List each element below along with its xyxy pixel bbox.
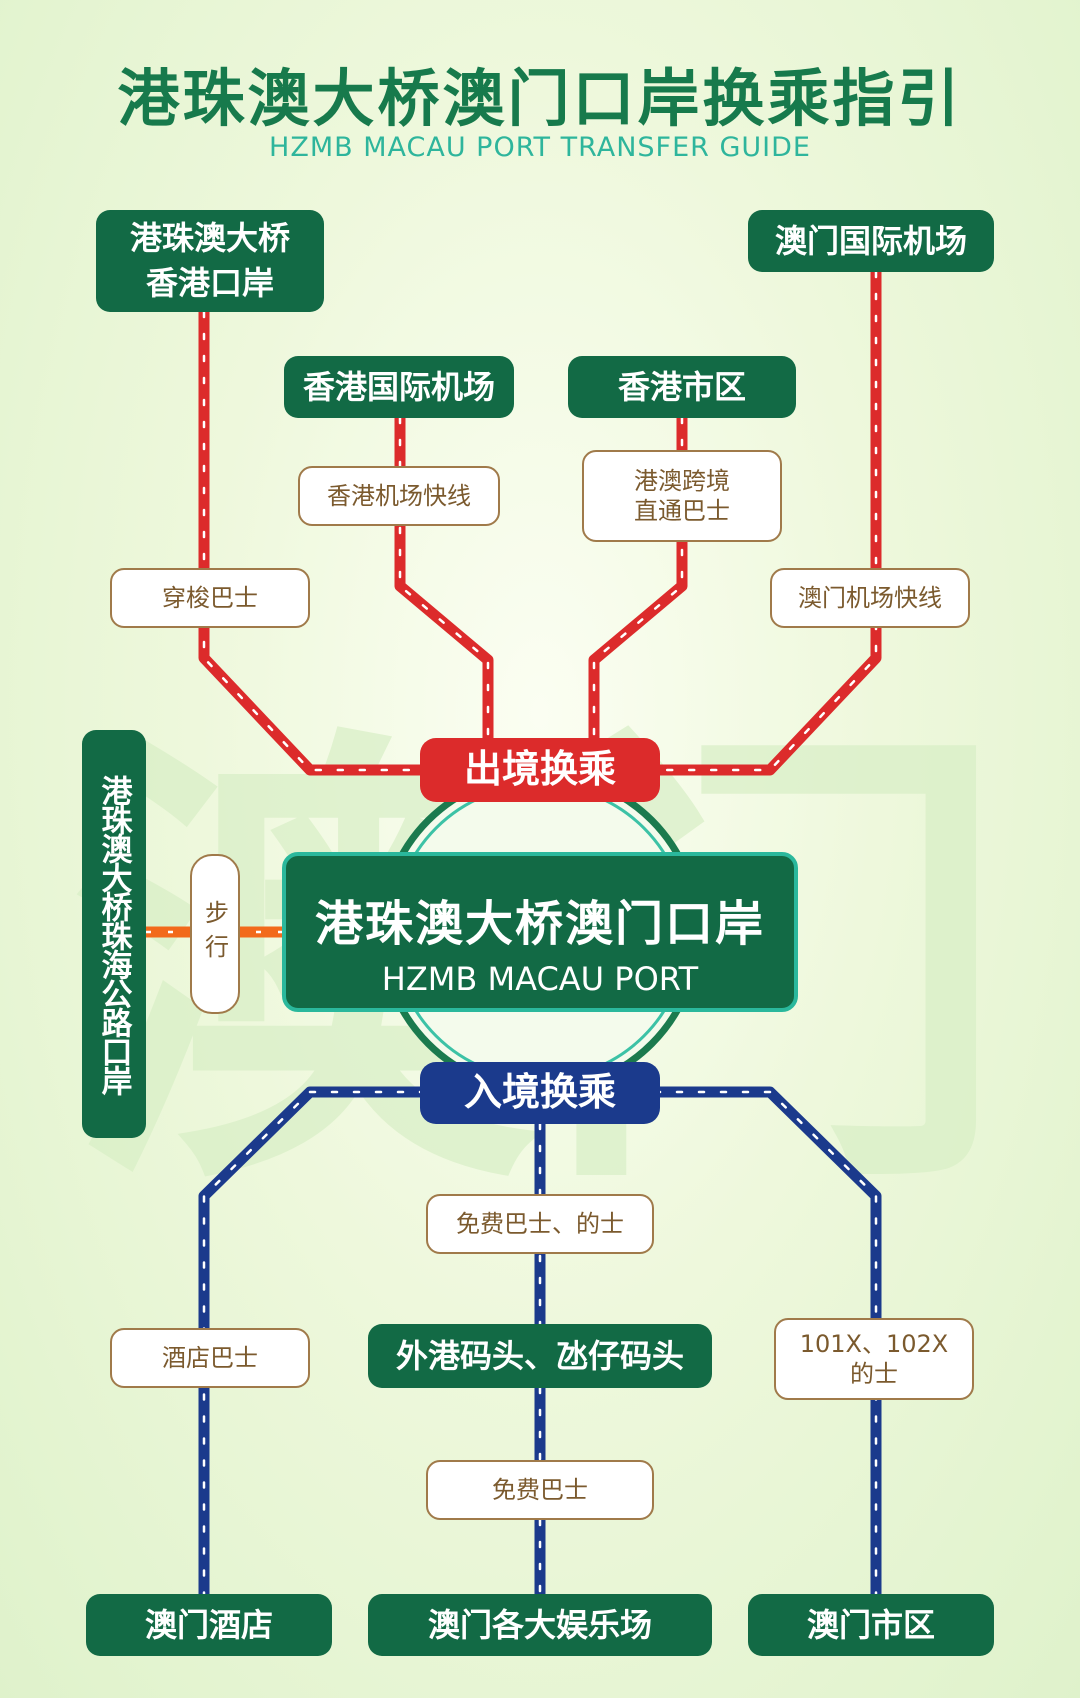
dest-hk-port[interactable]: 港珠澳大桥 香港口岸	[96, 210, 324, 312]
page-title: 港珠澳大桥澳门口岸换乘指引	[117, 62, 963, 135]
dest-macau-airport[interactable]: 澳门国际机场	[748, 210, 994, 272]
exit-transfer-hub: 出境换乘	[420, 738, 660, 802]
mode-walk: 步行	[190, 854, 240, 1014]
port-name-en: HZMB MACAU PORT	[381, 960, 699, 998]
dest-ferry-terminals[interactable]: 外港码头、氹仔码头	[368, 1324, 712, 1388]
dest-hk-airport[interactable]: 香港国际机场	[284, 356, 514, 418]
dest-macau-casinos[interactable]: 澳门各大娱乐场	[368, 1594, 712, 1656]
entry-transfer-hub: 入境换乘	[420, 1062, 660, 1124]
mode-101x-102x-taxi: 101X、102X 的士	[774, 1318, 974, 1400]
dest-hk-city[interactable]: 香港市区	[568, 356, 796, 418]
mode-free-bus-taxi: 免费巴士、的士	[426, 1194, 654, 1254]
mode-macau-airport-express: 澳门机场快线	[770, 568, 970, 628]
dest-macau-hotels[interactable]: 澳门酒店	[86, 1594, 332, 1656]
mode-hk-airport-express: 香港机场快线	[298, 466, 500, 526]
macau-port-center[interactable]: 港珠澳大桥澳门口岸 HZMB MACAU PORT	[282, 852, 798, 1012]
mode-hotel-bus: 酒店巴士	[110, 1328, 310, 1388]
mode-cross-border-coach: 港澳跨境 直通巴士	[582, 450, 782, 542]
mode-shuttle-bus: 穿梭巴士	[110, 568, 310, 628]
page-subtitle: HZMB MACAU PORT TRANSFER GUIDE	[269, 132, 811, 163]
mode-free-bus: 免费巴士	[426, 1460, 654, 1520]
dest-macau-city[interactable]: 澳门市区	[748, 1594, 994, 1656]
port-name: 港珠澳大桥澳门口岸	[314, 896, 765, 952]
dest-zhuhai-port[interactable]: 港珠澳大桥珠海公路口岸	[82, 730, 146, 1138]
